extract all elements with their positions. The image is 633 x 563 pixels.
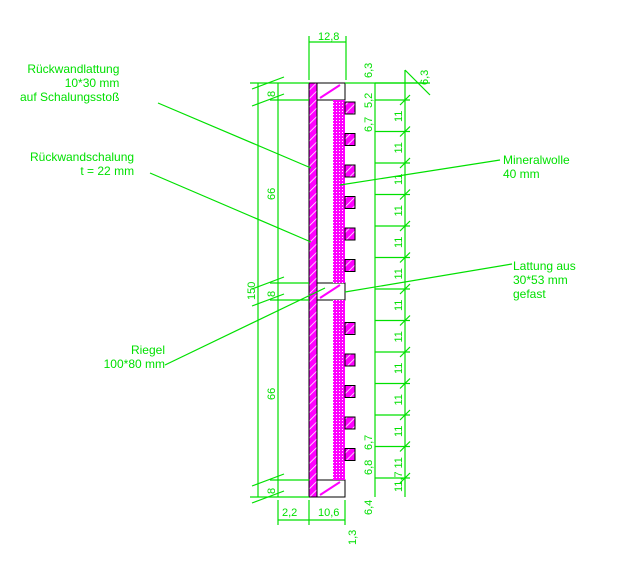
label-line: 10*30 mm [64,76,120,90]
dim-spacing: 11 [393,426,405,437]
dim-bottom-left: 2,2 [282,507,297,519]
dim-spacing: 11 [393,111,405,122]
dim-riegel-height: 8 [266,91,278,97]
dim-spacing: 11 [393,142,405,153]
dimension-tick [399,126,411,137]
dimension-tick [399,441,411,452]
dimension-tick [251,93,285,107]
dimension-tick [251,276,285,290]
rueckwandschalung-board [308,82,318,498]
dim-right-bottom-3: 11,7 [393,471,405,492]
label-line: Mineralwolle [503,153,570,167]
dim-top-right-b: 6,3 [419,70,431,85]
lattung [344,133,356,146]
dim-top-width: 12,8 [318,31,339,43]
dim-bottom-small: 1,3 [347,530,359,545]
dim-right-bottom-2: 6,8 [363,460,375,475]
dim-field-height: 66 [266,388,278,400]
riegel-hatch [319,284,341,299]
dim-total-height: 150 [246,282,258,300]
dimension-tick [399,283,411,295]
dim-right-top-1: 5,2 [363,93,375,108]
lattung [344,416,356,430]
label-line: Riegel [130,343,165,357]
dim-spacing: 11 [393,300,405,311]
dimension-tick [399,346,411,358]
lattung [344,322,356,335]
lattung [344,259,356,272]
dim-right-bottom-1: 6,7 [363,435,375,450]
dim-bottom-right: 6,4 [363,500,375,515]
dimension-tick [251,76,285,90]
dimension-tick [399,220,411,232]
dimension-tick [399,157,411,169]
dim-spacing: 11 [393,205,405,216]
mineralwolle [333,100,345,283]
label-lattung: Lattung aus 30*53 mm gefast [513,259,576,301]
leader-lattung [344,263,513,293]
lattung [344,164,356,178]
label-rueckwandlattung: Rückwandlattung 10*30 mm auf Schalungsst… [20,62,119,104]
lattung [344,448,356,461]
dimension-tick [399,252,411,263]
dim-riegel-height: 8 [266,488,278,494]
dimension-tick [399,409,411,421]
dim-spacing: 11 [393,457,405,468]
label-line: 40 mm [503,167,540,181]
dimension-tick [251,473,285,487]
label-line: 100*80 mm [103,357,165,371]
dimension-tick [399,472,411,484]
label-line: 30*53 mm [513,273,568,287]
dim-riegel-height: 8 [266,291,278,297]
lattung [344,101,356,115]
label-mineralwolle: Mineralwolle 40 mm [503,153,570,181]
label-line: auf Schalungsstoß [20,90,120,104]
leader-riegel [164,287,326,366]
lattung [344,385,356,398]
lattung [344,353,356,367]
dimension-line [404,69,431,96]
lattung [344,196,356,209]
riegel-hatch [319,84,341,99]
dim-field-height: 66 [266,188,278,200]
dim-spacing: 11 [393,363,405,374]
label-rueckwandschalung: Rückwandschalung t = 22 mm [30,150,134,178]
label-riegel: Riegel 100*80 mm [85,343,165,371]
leader-rueckwandschalung [149,172,312,243]
dimension-tick [399,315,411,326]
dim-spacing: 11 [393,237,405,248]
dim-spacing: 11 [393,174,405,185]
dimension-tick [399,189,411,200]
lattung [344,227,356,241]
riegel-hatch [319,481,341,496]
dimension-tick [399,94,411,106]
mineralwolle [333,300,345,480]
leader-rueckwandlattung [157,102,312,169]
dim-top-right-a: 6,3 [363,63,375,78]
dim-spacing: 11 [393,268,405,279]
label-line: gefast [513,287,546,301]
label-line: Rückwandschalung [30,150,135,164]
dimension-tick [251,490,285,504]
dimension-tick [399,378,411,389]
leader-mineralwolle [339,159,501,186]
label-line: t = 22 mm [80,164,135,178]
dim-spacing: 11 [393,394,405,405]
dim-bottom-mid: 10,6 [318,507,339,519]
label-line: Lattung aus [513,259,576,273]
dim-right-top-2: 6,7 [363,117,375,132]
dimension-tick [251,293,285,307]
dim-spacing: 11 [393,331,405,342]
label-line: Rückwandlattung [27,62,120,76]
